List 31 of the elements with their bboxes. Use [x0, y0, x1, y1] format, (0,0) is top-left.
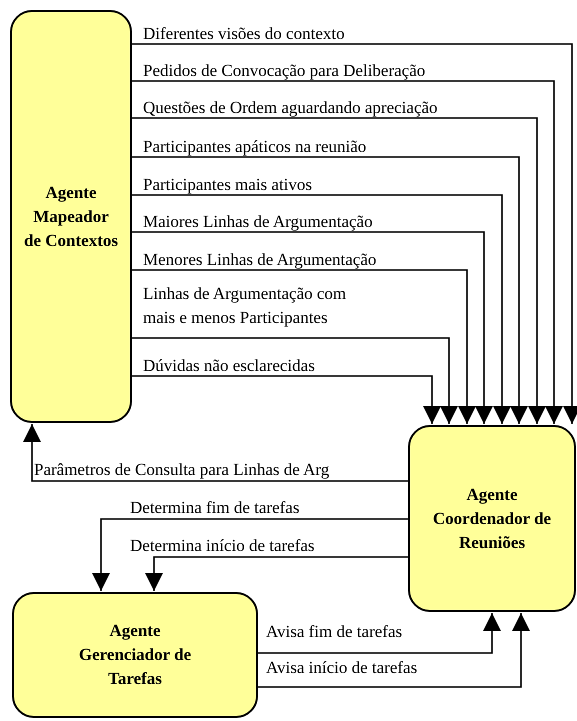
edge-label: Parâmetros de Consulta para Linhas de Arg: [34, 459, 330, 481]
edge-label: Pedidos de Convocação para Deliberação: [143, 60, 426, 82]
edge-label: Avisa início de tarefas: [266, 657, 418, 679]
edge-label: Diferentes visões do contexto: [143, 23, 345, 45]
arrow: [132, 269, 476, 424]
edge-label: Linhas de Argumentação com mais e menos Participantes: [143, 283, 348, 329]
arrow: [132, 156, 528, 424]
arrow: [23, 424, 408, 482]
arrow: [92, 518, 408, 591]
edge-label: Determina início de tarefas: [130, 535, 315, 557]
agent-box: [10, 10, 132, 423]
arrow: [132, 231, 493, 424]
edge-label: Dúvidas não esclarecidas: [143, 355, 315, 377]
edge-label: Menores Linhas de Argumentação: [143, 249, 376, 271]
edge-label: Maiores Linhas de Argumentação: [143, 211, 373, 233]
agent-box: [12, 592, 258, 718]
edge-label: Participantes mais ativos: [143, 174, 312, 196]
arrow: [132, 375, 441, 424]
edge-label: Determina fim de tarefas: [130, 497, 300, 519]
arrow: [258, 613, 530, 688]
agent-name: Agente Gerenciador de Tarefas: [78, 620, 192, 690]
agent-box: [408, 425, 576, 612]
arrow: [258, 613, 501, 654]
edge-label: Participantes apáticos na reunião: [143, 136, 366, 158]
arrow: [145, 556, 408, 591]
agent-name: Agente Mapeador de Contextos: [24, 182, 118, 252]
arrow: [132, 194, 511, 424]
agent-name: Agente Coordenador de Reuniões: [432, 484, 552, 554]
edge-label: Avisa fim de tarefas: [266, 621, 402, 643]
arrow: [132, 337, 458, 424]
edge-label: Questões de Ordem aguardando apreciação: [143, 97, 438, 119]
